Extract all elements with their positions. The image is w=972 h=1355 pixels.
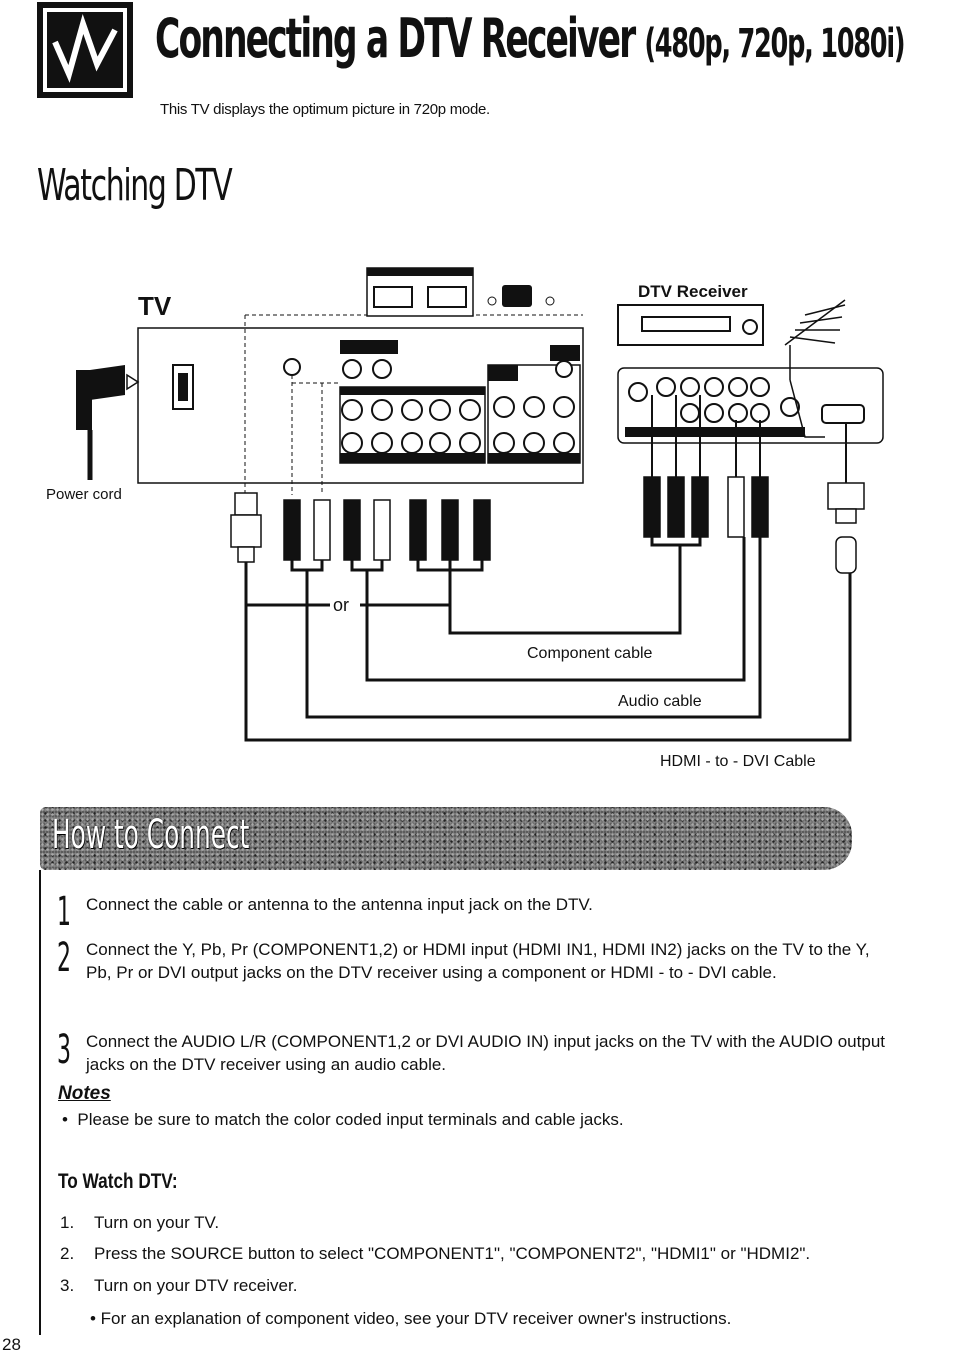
- step-text: Connect the AUDIO L/R (COMPONENT1,2 or D…: [86, 1032, 885, 1074]
- step-number: 3: [57, 1027, 71, 1073]
- notes-heading: Notes: [58, 1083, 111, 1104]
- tv-rear-panel: [137, 267, 584, 495]
- how-to-connect-title: How to Connect: [52, 812, 250, 858]
- receiver-label: DTV Receiver: [638, 282, 748, 301]
- hdmi-cable-label: HDMI - to - DVI Cable: [660, 753, 816, 770]
- tv-jack-panel: [339, 340, 581, 464]
- how-to-connect-banner: [40, 807, 852, 870]
- component-cable-label: Component cable: [527, 645, 653, 662]
- antenna-icon: [784, 299, 846, 438]
- page-subtitle: This TV displays the optimum picture in …: [160, 101, 490, 118]
- cable-plugs: [230, 476, 865, 574]
- step-number: 2: [57, 935, 71, 981]
- watch-step: 2.Press the SOURCE button to select "COM…: [60, 1244, 811, 1263]
- tv-label: TV: [138, 291, 172, 321]
- watch-step: 3.Turn on your DTV receiver.: [60, 1276, 298, 1295]
- dtv-receiver: [617, 304, 884, 444]
- audio-cable-label: Audio cable: [618, 693, 702, 710]
- left-rule: [39, 870, 41, 1335]
- step-text: Connect the Y, Pb, Pr (COMPONENT1,2) or …: [86, 940, 870, 982]
- to-watch-heading: To Watch DTV:: [58, 1170, 178, 1193]
- cable-routes: [244, 537, 852, 742]
- page-title: Connecting a DTV Receiver (480p, 720p, 1…: [155, 7, 906, 70]
- step-text: Connect the cable or antenna to the ante…: [86, 895, 593, 914]
- section-logo-icon: [37, 2, 133, 98]
- connection-diagram: TV DTV Receiver Power cord or Component …: [46, 267, 884, 770]
- note-item: • Please be sure to match the color code…: [62, 1110, 624, 1129]
- power-cord-icon: [76, 365, 140, 480]
- watch-sub-item: • For an explanation of component video,…: [90, 1309, 732, 1328]
- watch-step: 1.Turn on your TV.: [60, 1213, 220, 1232]
- or-label: or: [333, 595, 349, 615]
- section-title: Watching DTV: [37, 160, 233, 211]
- tv-rca-jacks: [283, 358, 575, 454]
- power-cord-label: Power cord: [46, 486, 122, 503]
- page-number: 28: [2, 1335, 21, 1354]
- step-number: 1: [57, 889, 71, 935]
